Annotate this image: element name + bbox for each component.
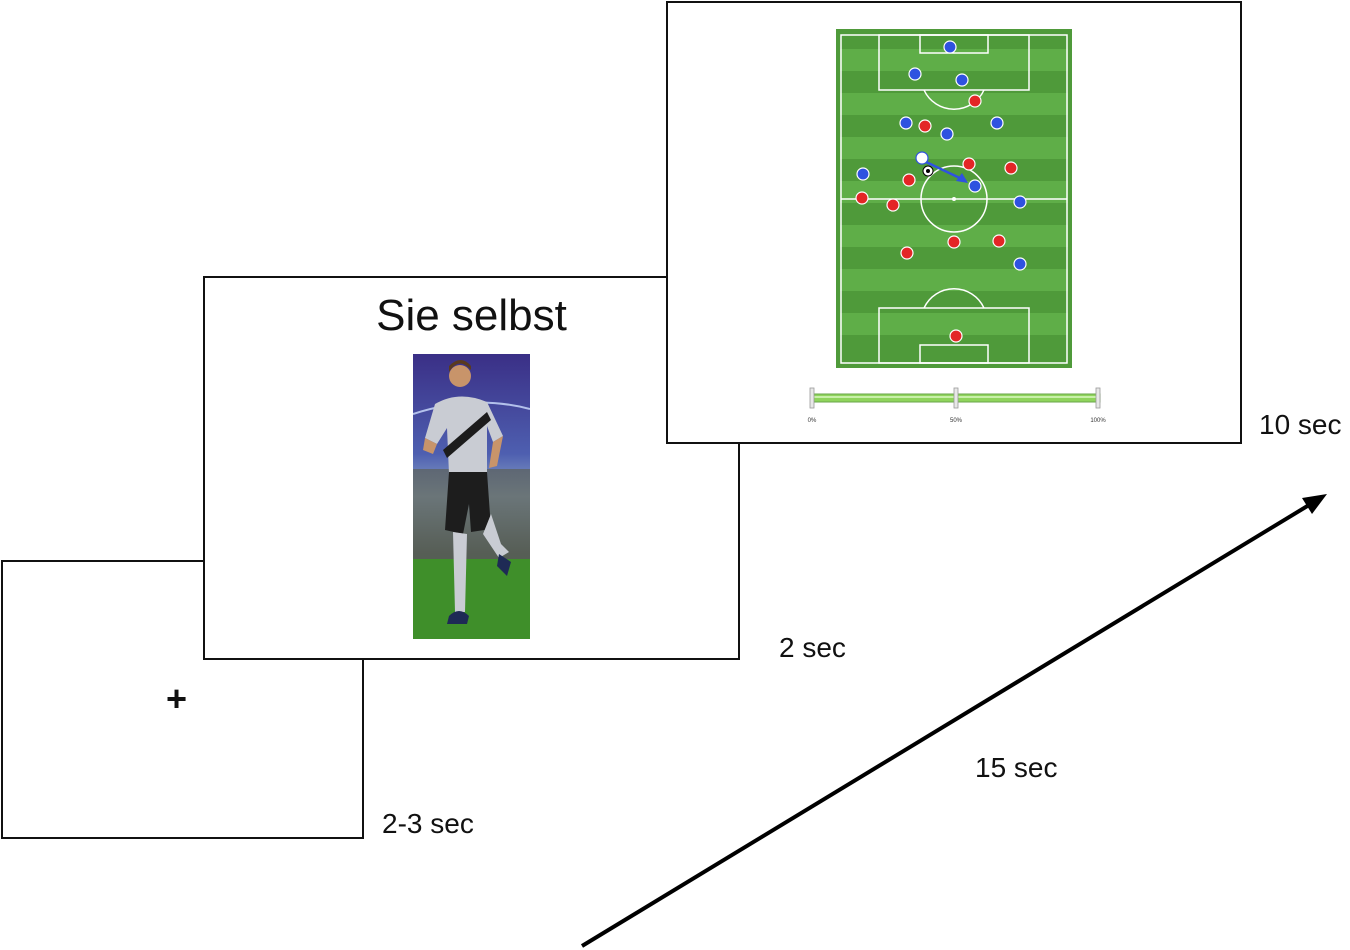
slider-max-label: 100% xyxy=(1090,418,1106,424)
fixation-cross: + xyxy=(166,678,188,719)
fixation-duration-label: 2-3 sec xyxy=(382,808,474,839)
slider-mid-label: 50% xyxy=(950,418,963,424)
soccer-pitch xyxy=(836,29,1072,368)
task-duration-label: 10 sec xyxy=(1259,409,1342,440)
confidence-slider[interactable]: 0% 50% 100% xyxy=(800,382,1110,432)
slider-min-label: 0% xyxy=(808,418,817,424)
cue-title: Sie selbst xyxy=(376,291,567,340)
soccer-player-avatar xyxy=(413,354,530,639)
total-duration-label: 15 sec xyxy=(975,752,1058,783)
cue-duration-label: 2 sec xyxy=(779,632,846,663)
